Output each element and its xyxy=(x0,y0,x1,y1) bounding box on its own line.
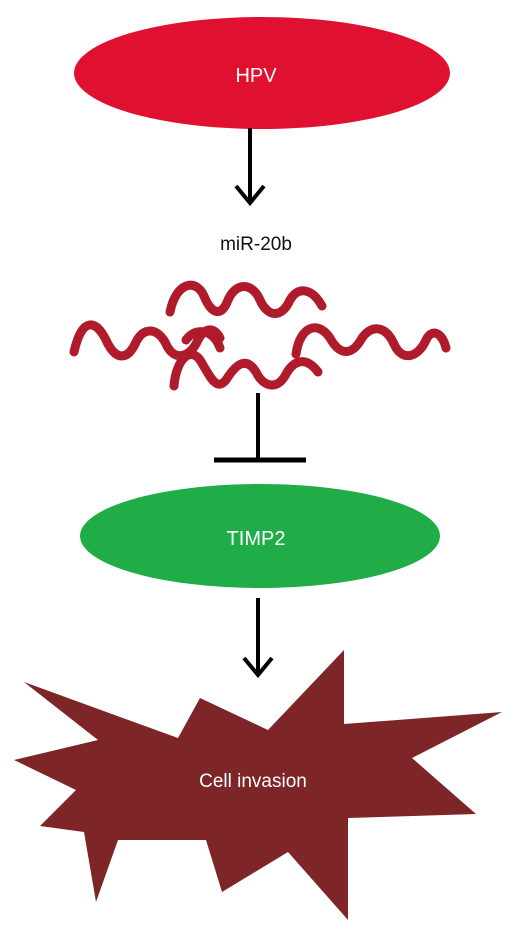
node-cell-invasion: Cell invasion xyxy=(14,650,502,920)
rna-strand-left xyxy=(69,320,225,361)
edge-timp2-to-invasion xyxy=(242,598,274,679)
invasion-starburst xyxy=(14,650,502,920)
rna-strands-icon xyxy=(69,280,451,391)
hpv-ellipse xyxy=(74,17,450,129)
rna-strand-bottom xyxy=(169,350,323,391)
rna-strand-link xyxy=(181,327,225,353)
timp2-label: TIMP2 xyxy=(227,528,286,550)
rna-strand-top xyxy=(165,280,327,318)
node-hpv: HPV xyxy=(74,17,450,129)
mirna-label: miR-20b xyxy=(220,234,292,255)
hpv-label: HPV xyxy=(235,65,277,87)
arrow-head-icon xyxy=(242,656,274,679)
rna-strand-right xyxy=(291,323,451,360)
node-timp2: TIMP2 xyxy=(80,484,440,588)
arrow-head-icon xyxy=(234,184,266,207)
timp2-ellipse xyxy=(80,484,440,588)
invasion-label: Cell invasion xyxy=(199,771,307,792)
edge-hpv-to-mirna xyxy=(234,128,266,207)
edge-mirna-inhibits-timp2 xyxy=(214,393,306,463)
